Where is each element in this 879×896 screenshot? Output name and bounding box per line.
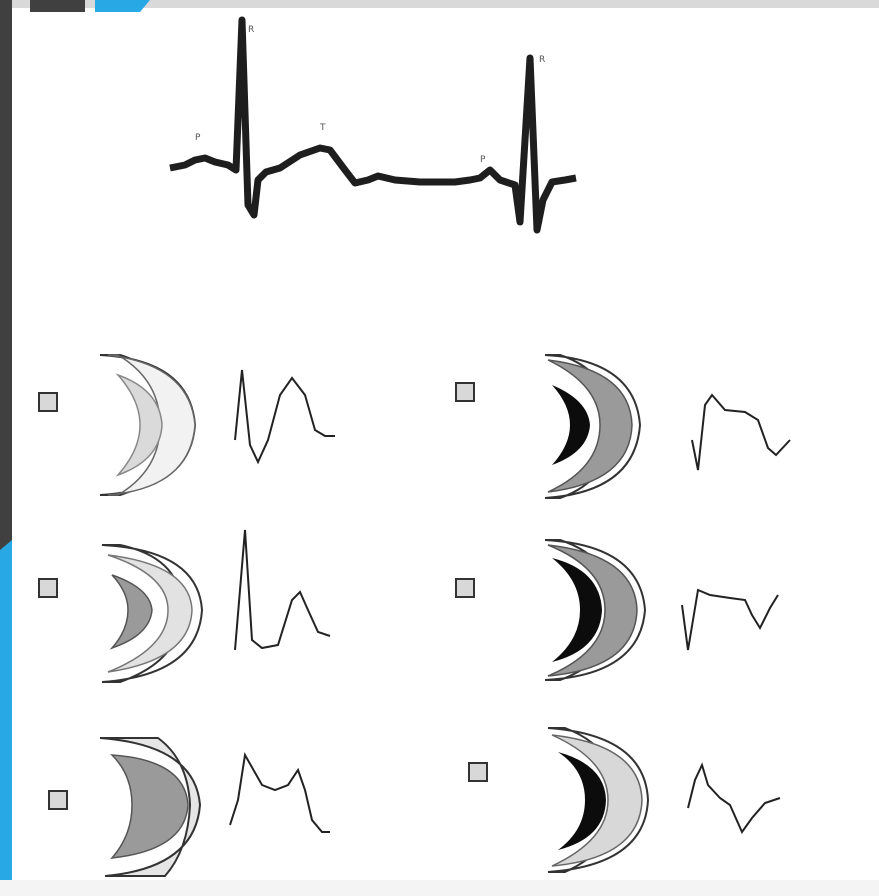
wave-q-st-t: [692, 395, 790, 470]
panel-right-1: [545, 355, 790, 498]
panel-right-3: [548, 728, 780, 872]
ecg-baseline-thick: [170, 20, 576, 230]
ischemic-zone: [112, 575, 152, 648]
ecg-label-t: T: [319, 123, 326, 133]
wave-deep-t-inversion: [688, 765, 780, 832]
infarct-zone: [552, 385, 590, 465]
panel-label-5: [455, 578, 475, 598]
wave-q-t-inversion: [682, 590, 778, 650]
panel-left-3: [100, 738, 330, 876]
ecg-label-p2: P: [480, 155, 486, 165]
panel-left-1: [100, 355, 335, 495]
panel-label-2: [38, 578, 58, 598]
ecg-label-p1: P: [195, 133, 201, 143]
wave-t-peak: [235, 530, 330, 650]
panel-left-2: [102, 530, 330, 682]
panel-label-1: [38, 392, 58, 412]
panel-label-4: [455, 382, 475, 402]
ecg-label-r1: R: [248, 25, 254, 35]
panel-label-3: [48, 790, 68, 810]
ecg-trace: P R T P R: [170, 20, 576, 230]
ischemic-zone: [112, 755, 188, 858]
panel-label-6: [468, 762, 488, 782]
wave-st-elevation: [230, 755, 330, 832]
wave-hyperacute-t: [235, 370, 335, 462]
ecg-label-r2: R: [539, 55, 545, 65]
panel-right-2: [545, 540, 778, 680]
